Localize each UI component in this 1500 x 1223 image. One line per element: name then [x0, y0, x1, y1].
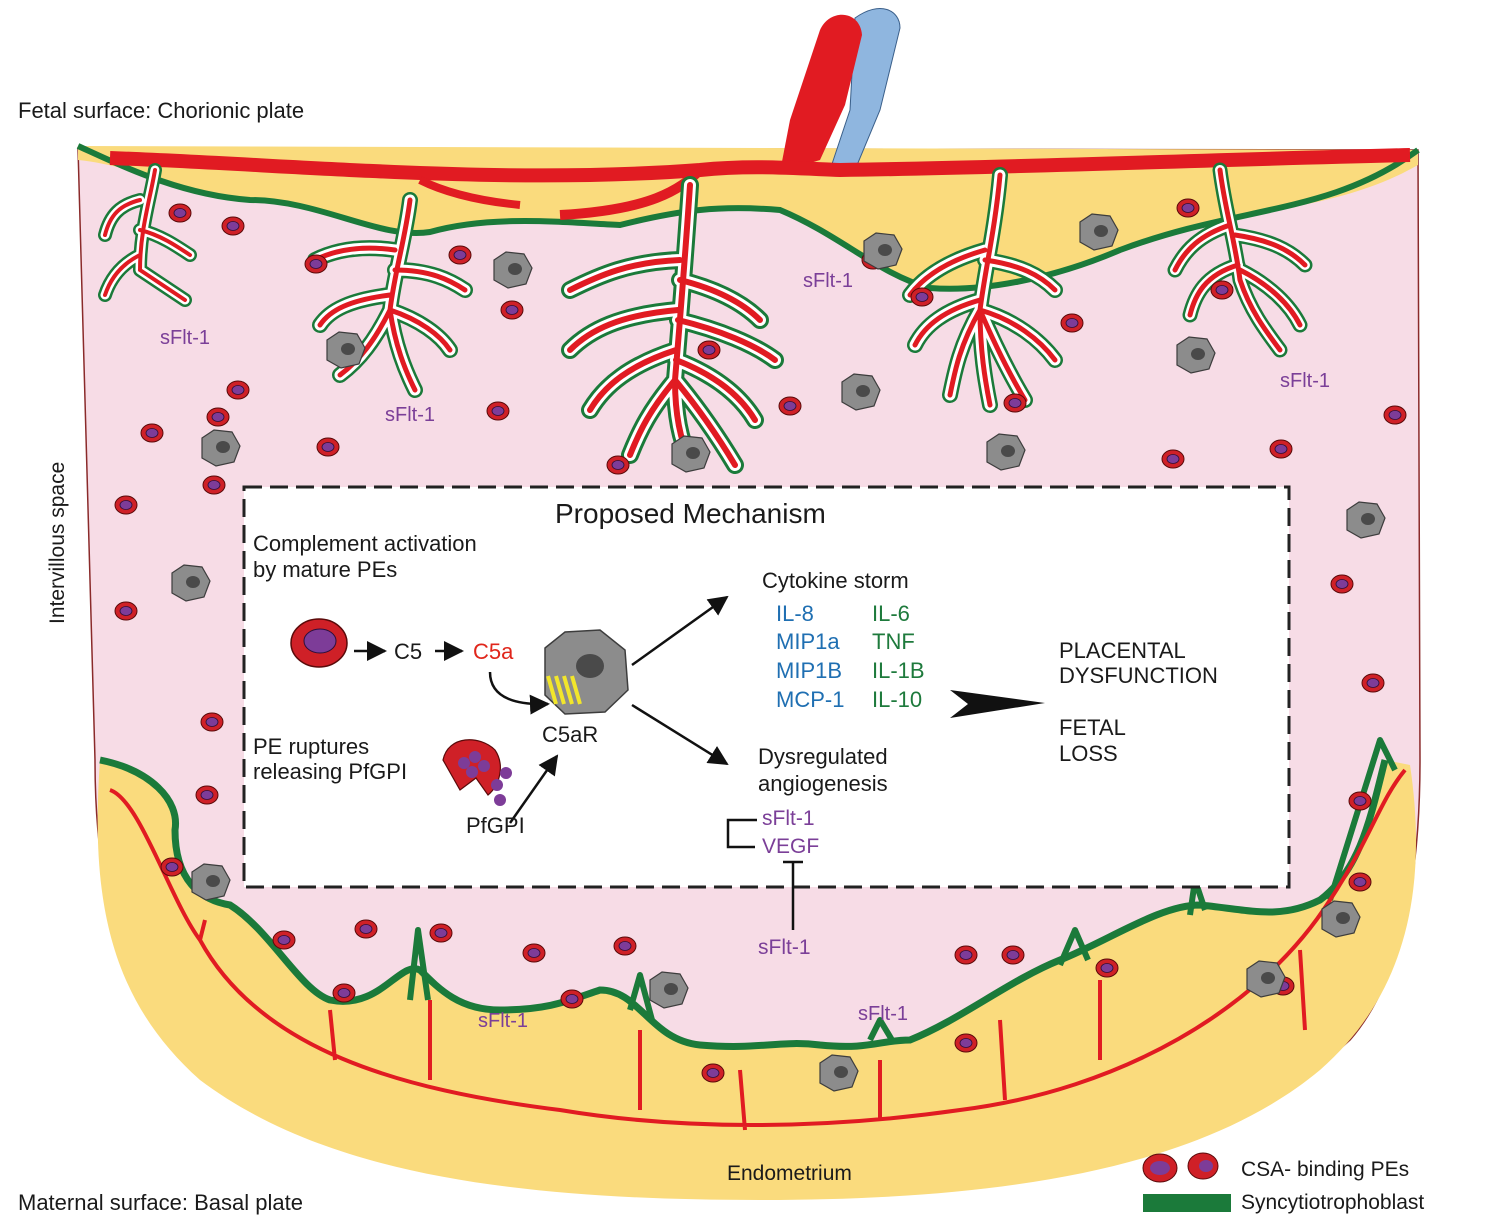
outcome-label: FETAL: [1059, 715, 1126, 740]
complement-activation-label: Complement activation: [253, 531, 477, 556]
intervillous-space-label: Intervillous space: [46, 461, 69, 624]
legend-pe-label: CSA- binding PEs: [1241, 1158, 1410, 1181]
cytokine-il1b: IL-1B: [872, 658, 925, 683]
mechanism-title: Proposed Mechanism: [555, 498, 826, 529]
spiral-arteries: [109, 768, 1407, 1131]
cytokine-tnf: TNF: [872, 629, 915, 654]
sflt1-label: sFlt-1: [858, 1003, 908, 1025]
basal-villi: [407, 737, 1398, 1042]
vegf-label: VEGF: [762, 835, 820, 858]
c5-label: C5: [394, 639, 423, 664]
villous-tree-4: [902, 167, 1063, 413]
pe-rupture-label: releasing PfGPI: [253, 759, 408, 784]
cytokine-il6: IL-6: [872, 601, 910, 626]
mechanism-arrows: [354, 595, 803, 930]
outcome-chevron-arrow: [950, 690, 1045, 718]
mechanism-box: [242, 485, 1291, 889]
pfgpi-label: PfGPI: [466, 813, 525, 838]
legend-pe-icons: [1142, 1152, 1219, 1183]
cytokine-mip1a: MIP1a: [776, 629, 840, 654]
fetal-surface-label: Fetal surface: Chorionic plate: [18, 98, 305, 123]
sflt1-mechanism-label: sFlt-1: [762, 807, 815, 830]
legend-syncytio-swatch: [1143, 1194, 1231, 1212]
outcome-label: LOSS: [1059, 741, 1118, 766]
c5ar-label: C5aR: [542, 722, 599, 747]
chorionic-plate: [78, 146, 1418, 289]
sflt1-label: sFlt-1: [803, 270, 853, 292]
sflt1-label: sFlt-1: [758, 936, 811, 959]
chorionic-plate-syncytiotrophoblast: [76, 143, 1420, 292]
complement-activation-label: by mature PEs: [253, 557, 398, 582]
villous-tree-5: [1167, 162, 1313, 358]
cytokine-mip1b: MIP1B: [776, 658, 843, 683]
ruptured-pe-icon: [442, 739, 512, 806]
pe-rupture-label: PE ruptures: [253, 734, 370, 759]
cytokine-storm-label: Cytokine storm: [762, 568, 909, 593]
chorionic-vessels: [109, 148, 1411, 183]
villous-tree-2: [307, 192, 473, 398]
sflt1-label: sFlt-1: [160, 327, 210, 349]
basal-plate-syncytiotrophoblast: [99, 756, 1389, 1050]
legend-syncytio-label: Syncytiotrophoblast: [1241, 1191, 1425, 1214]
villous-tree-3: [561, 176, 784, 474]
umbilical-cord-red: [780, 14, 862, 172]
basal-plate: [97, 760, 1416, 1200]
cytokine-il8: IL-8: [776, 601, 814, 626]
outcome-label: PLACENTAL: [1059, 638, 1186, 663]
cytokine-mcp1: MCP-1: [776, 687, 845, 712]
villous-tree-1: [98, 163, 197, 307]
dysregulated-angiogenesis-label: angiogenesis: [758, 771, 888, 796]
sflt1-label: sFlt-1: [385, 404, 435, 426]
c5a-label: C5a: [473, 639, 514, 664]
endometrium-label: Endometrium: [727, 1162, 852, 1185]
maternal-surface-label: Maternal surface: Basal plate: [18, 1190, 303, 1215]
macrophage-c5ar-icon: [544, 629, 629, 715]
cytokine-il10: IL-10: [872, 687, 923, 712]
sflt1-label: sFlt-1: [1280, 370, 1330, 392]
sflt1-label: sFlt-1: [478, 1010, 528, 1032]
outcome-label: DYSFUNCTION: [1059, 663, 1218, 688]
dysregulated-angiogenesis-label: Dysregulated: [758, 744, 888, 769]
mature-pe-icon: [290, 618, 348, 668]
